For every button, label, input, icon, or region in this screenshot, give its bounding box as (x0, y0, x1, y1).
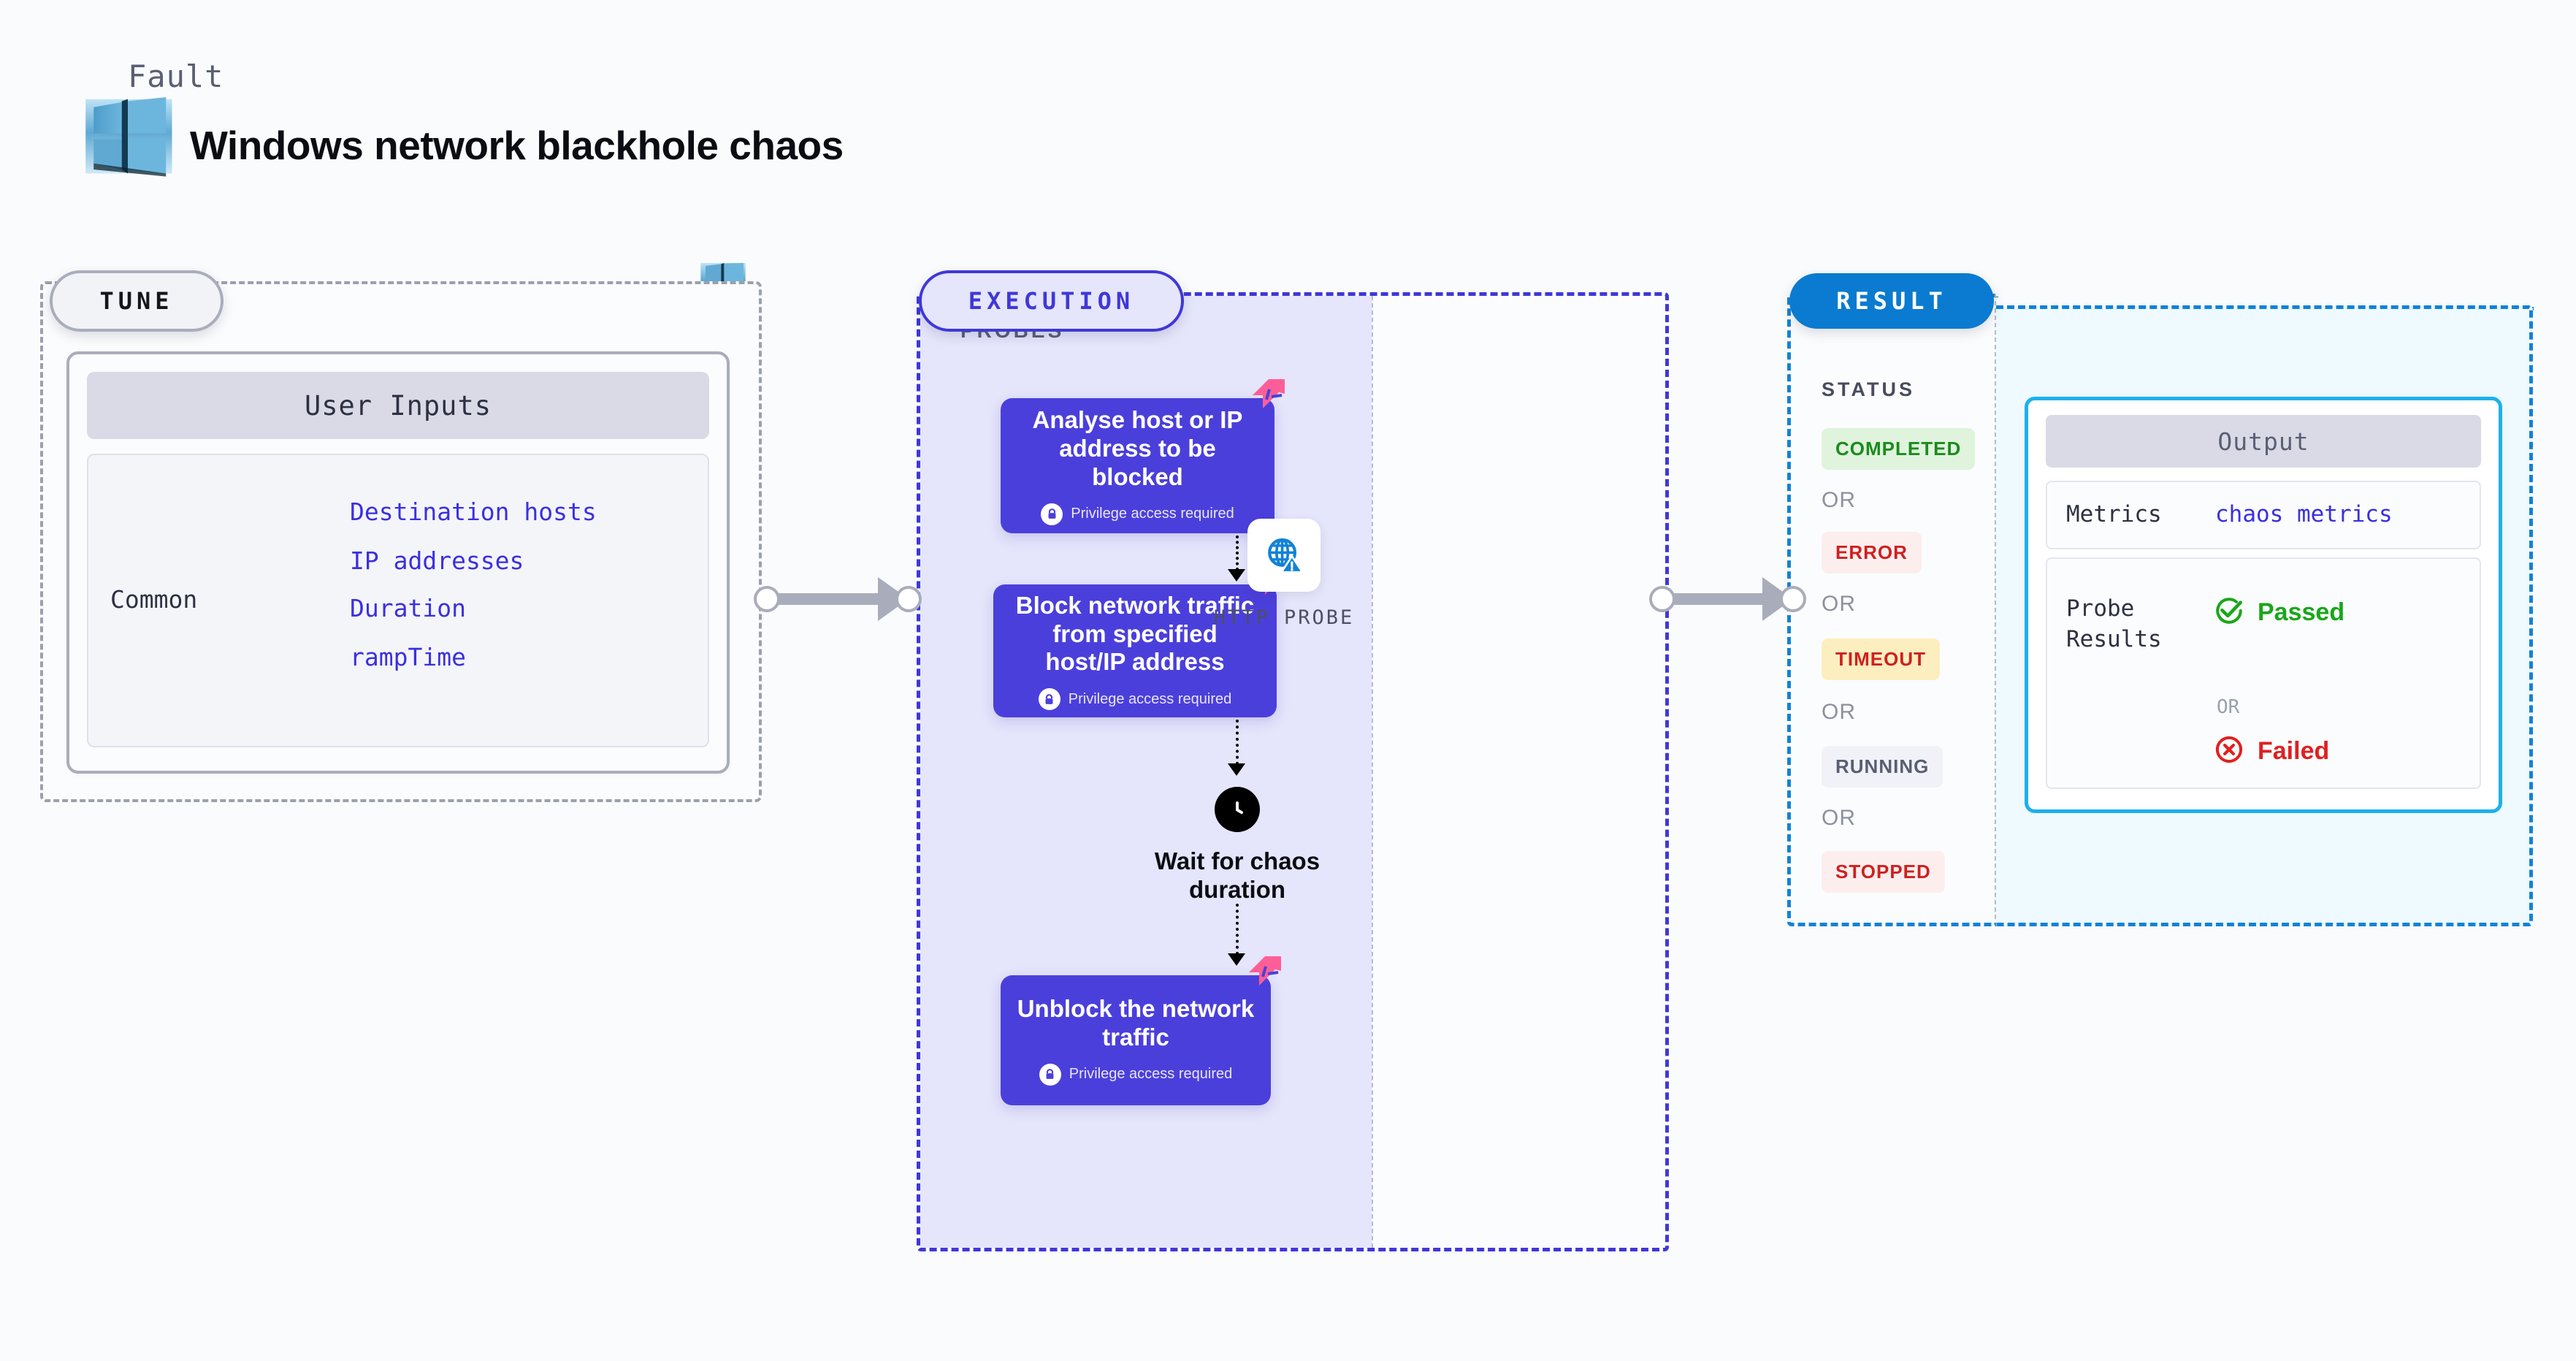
param-duration: Duration (350, 594, 466, 622)
execution-panel: PROBES Analyse host or IP address to be … (917, 292, 1669, 1251)
lock-icon (1041, 503, 1063, 525)
output-card: Output Metrics chaos metrics Probe Resul… (2025, 397, 2502, 813)
param-ramptime: rampTime (350, 643, 466, 671)
connector-bar (1671, 593, 1773, 605)
probe-results-key-label: Probe Results (2066, 595, 2162, 652)
connector-dot-start (754, 586, 780, 612)
tune-card: User Inputs Common Destination hosts IP … (66, 351, 730, 774)
status-badge-timeout: TIMEOUT (1822, 638, 1940, 680)
litmus-chaos-icon (1243, 952, 1287, 996)
tune-section-label: TUNE (99, 287, 174, 315)
probe-result-passed: Passed (2214, 595, 2344, 630)
connector-bar (776, 593, 888, 605)
check-circle-icon (2214, 595, 2244, 630)
step-arrow-2 (1228, 763, 1245, 776)
step-privilege-text: Privilege access required (1069, 1066, 1233, 1083)
result-status-panel (1787, 294, 1998, 926)
tune-panel: User Inputs Common Destination hosts IP … (40, 281, 762, 802)
step-privilege-text: Privilege access required (1071, 506, 1234, 522)
status-or-2: OR (1822, 592, 1856, 616)
execution-step-2[interactable]: Block network traffic from specified hos… (993, 565, 1287, 717)
page-title: Windows network blackhole chaos (190, 123, 844, 168)
common-group-label: Common (110, 585, 198, 614)
clock-icon (1215, 787, 1260, 832)
step-connector-2 (1236, 720, 1242, 765)
metrics-key-label: Metrics (2066, 501, 2162, 527)
probe-result-failed: Failed (2214, 734, 2329, 769)
result-section-label: RESULT (1836, 287, 1947, 315)
step-privilege-text: Privilege access required (1068, 690, 1232, 707)
connector-tune-to-execution (754, 577, 922, 621)
status-badge-running: RUNNING (1822, 746, 1944, 788)
connector-dot-end (895, 586, 922, 612)
tune-section-pill[interactable]: TUNE (50, 270, 223, 332)
windows-logo-icon (66, 97, 190, 178)
fault-kicker: Fault (128, 58, 224, 94)
execution-section-label: EXECUTION (968, 287, 1135, 315)
result-panel-divider (1995, 294, 1996, 919)
probe-item-http[interactable]: HTTP PROBE (1211, 519, 1357, 629)
execution-step-3[interactable]: Unblock the network traffic Privilege ac… (1001, 956, 1281, 1105)
status-column-label: STATUS (1822, 378, 1915, 400)
page-header: Fault Windows network blackhole chaos (69, 40, 1092, 177)
step-privilege-note: Privilege access required (1038, 688, 1232, 711)
step-title: Block network traffic from specified hos… (1015, 591, 1255, 676)
probe-result-or: OR (2217, 696, 2240, 718)
param-destination-hosts: Destination hosts (350, 497, 597, 526)
step-connector-1 (1236, 535, 1242, 571)
status-or-3: OR (1822, 700, 1856, 724)
status-or-1: OR (1822, 488, 1856, 512)
lock-icon (1039, 1063, 1061, 1086)
connector-execution-to-result (1649, 577, 1806, 621)
wait-step-label: Wait for chaos duration (1154, 847, 1321, 903)
status-badge-error: ERROR (1822, 532, 1922, 573)
user-inputs-body: Common Destination hosts IP addresses Du… (87, 454, 709, 747)
output-card-title: Output (2046, 415, 2481, 468)
execution-probes-divider (1372, 296, 1373, 1248)
execution-section-pill[interactable]: EXECUTION (919, 270, 1184, 332)
step-title: Analyse host or IP address to be blocked (1032, 406, 1243, 490)
step-connector-3 (1236, 904, 1242, 955)
step-arrow-1 (1228, 569, 1245, 582)
result-section-pill[interactable]: RESULT (1789, 273, 1994, 329)
execution-step-1[interactable]: Analyse host or IP address to be blocked… (1001, 379, 1285, 533)
x-circle-icon (2214, 734, 2244, 769)
status-badge-completed: COMPLETED (1822, 428, 1976, 470)
probe-item-label: HTTP PROBE (1213, 606, 1355, 629)
step-privilege-note: Privilege access required (1041, 503, 1234, 525)
connector-dot-end (1780, 586, 1806, 612)
step-privilege-note: Privilege access required (1039, 1063, 1233, 1086)
step-title: Unblock the network traffic (1017, 995, 1255, 1051)
probe-result-passed-label: Passed (2258, 598, 2345, 626)
param-ip-addresses: IP addresses (350, 546, 524, 575)
output-probe-results-row: Probe Results Passed OR Failed (2046, 557, 2481, 789)
connector-dot-start (1649, 586, 1675, 612)
lock-icon (1038, 688, 1060, 711)
status-or-4: OR (1822, 806, 1856, 830)
step-arrow-3 (1228, 953, 1245, 966)
globe-warning-icon (1247, 519, 1321, 592)
status-badge-stopped: STOPPED (1822, 851, 1945, 893)
user-inputs-header: User Inputs (87, 372, 709, 439)
output-metrics-row: Metrics chaos metrics (2046, 481, 2481, 549)
metrics-value: chaos metrics (2215, 501, 2393, 527)
litmus-chaos-icon (1247, 375, 1291, 419)
probe-result-failed-label: Failed (2258, 737, 2330, 765)
